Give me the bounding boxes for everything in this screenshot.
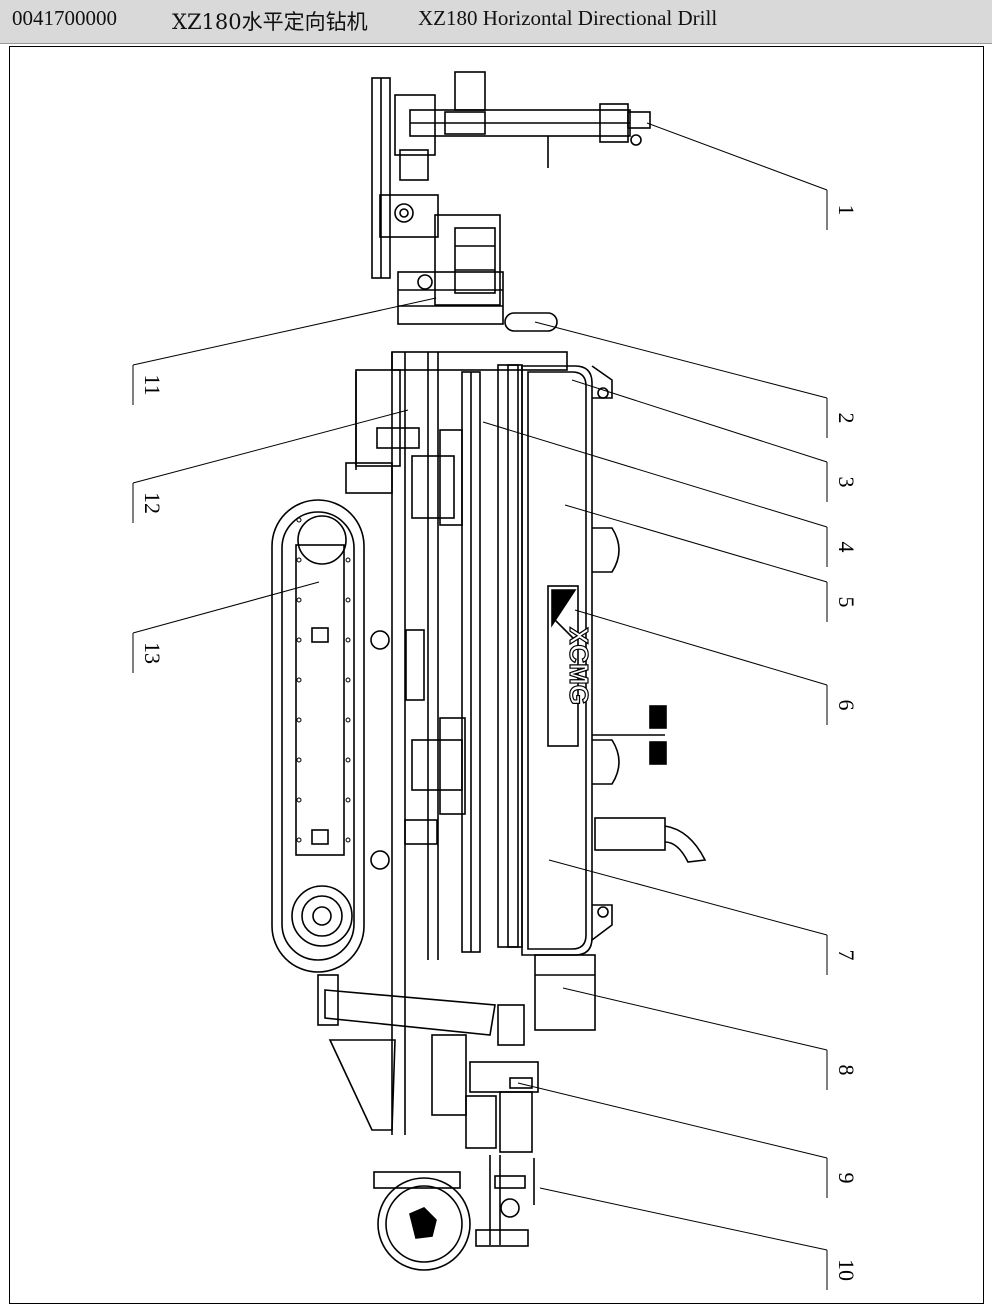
track-links [296, 517, 351, 843]
callout-8: 8 [834, 1065, 859, 1076]
callout-9: 9 [834, 1173, 859, 1184]
rear-outrigger [317, 974, 525, 1046]
lower-tank [534, 954, 596, 1031]
callout-2: 2 [834, 413, 859, 424]
callout-7: 7 [834, 950, 859, 961]
drill-rod-carriage [404, 364, 523, 953]
xcmg-logo [547, 585, 579, 747]
callout-6: 6 [834, 700, 859, 711]
title-bar: 0041700000 XZ180水平定向钻机 XZ180 Horizontal … [0, 0, 992, 44]
drawing-frame [9, 46, 984, 1304]
top-cylinder-assembly [371, 71, 651, 306]
leader-lines [132, 122, 828, 1290]
callout-4: 4 [834, 542, 859, 553]
rear-skid [328, 1039, 396, 1131]
callout-11: 11 [140, 374, 165, 395]
callout-12: 12 [140, 492, 165, 514]
rod-loader-head [397, 271, 558, 332]
valve-block [475, 1155, 535, 1247]
callout-10: 10 [834, 1259, 859, 1281]
xcmg-logo-text: XCMG [564, 627, 594, 705]
title-chinese: XZ180水平定向钻机 [172, 10, 368, 34]
drive-unit [431, 1034, 539, 1153]
engine-hood [521, 365, 707, 956]
crawler-track [271, 499, 390, 973]
rotary-flange [373, 1171, 471, 1271]
main-frame [345, 351, 568, 1135]
callout-1: 1 [834, 205, 859, 216]
part-code: 0041700000 [12, 6, 117, 30]
callout-13: 13 [140, 642, 165, 664]
callout-5: 5 [834, 597, 859, 608]
title-english: XZ180 Horizontal Directional Drill [418, 6, 718, 30]
callout-labels: 1 2 3 4 5 6 7 8 9 10 11 12 13 [140, 205, 859, 1282]
callout-3: 3 [834, 477, 859, 488]
